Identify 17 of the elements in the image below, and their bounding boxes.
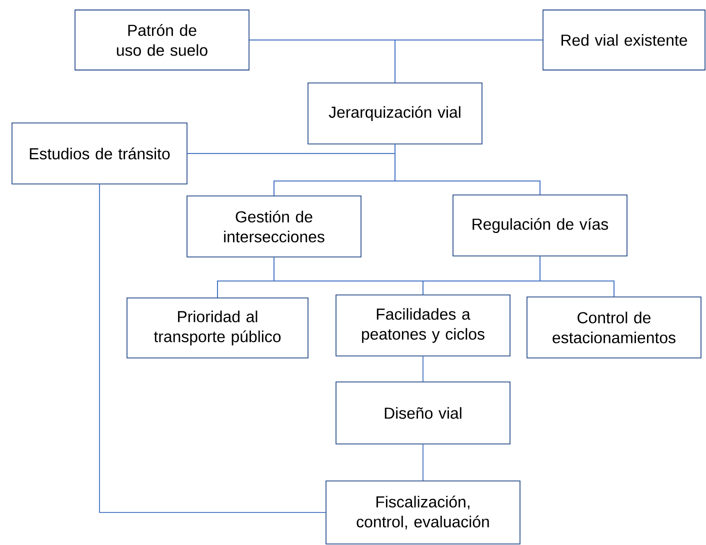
connector-line bbox=[99, 184, 326, 513]
process-box: Fiscalización, control, evaluación bbox=[326, 480, 520, 544]
connector-line bbox=[394, 40, 543, 83]
process-box: Red vial existente bbox=[542, 10, 706, 70]
process-box: Patrón de uso de suelo bbox=[74, 10, 250, 70]
connector-line bbox=[422, 444, 424, 481]
process-box: Estudios de tránsito bbox=[12, 122, 188, 184]
process-box: Prioridad al transporte público bbox=[126, 298, 308, 358]
process-box: Gestión de intersecciones bbox=[186, 196, 362, 258]
process-box: Facilidades a peatones y ciclos bbox=[336, 294, 510, 356]
process-box: Control de estacionamientos bbox=[526, 296, 702, 358]
connector-line bbox=[540, 256, 614, 297]
connector-line bbox=[422, 356, 424, 382]
process-box: Regulación de vías bbox=[452, 194, 628, 256]
connector-line bbox=[187, 153, 540, 195]
process-box: Jerarquización vial bbox=[308, 82, 482, 144]
process-box: Diseño vial bbox=[336, 382, 510, 444]
